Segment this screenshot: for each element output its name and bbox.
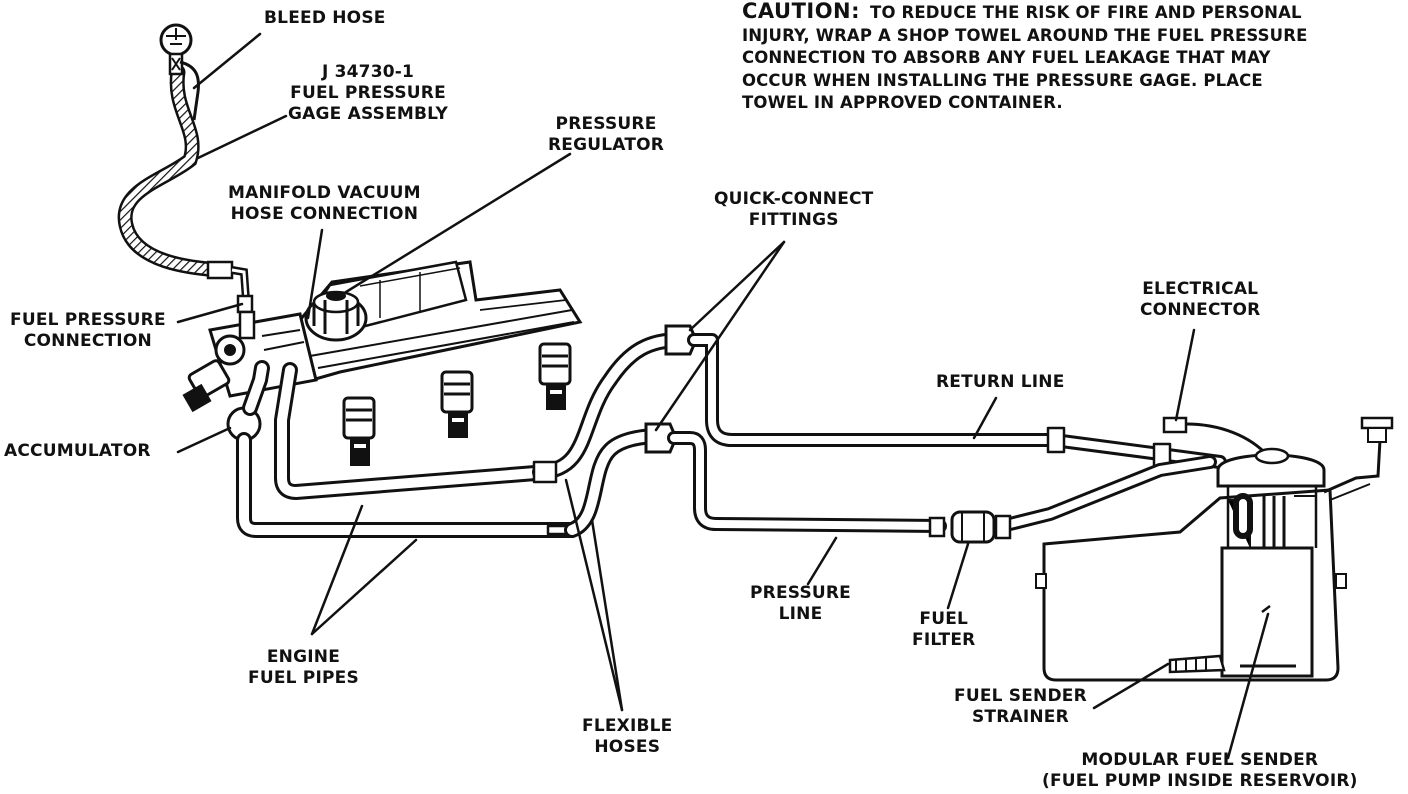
- pressure-line: [667, 431, 1217, 533]
- caution-notice: CAUTION: TO REDUCE THE RISK OF FIRE AND P…: [742, 0, 1402, 115]
- leader-fuel-sender-strainer: [1092, 662, 1170, 710]
- injector-4: [538, 342, 572, 410]
- leader-quick-connect-top: [688, 240, 786, 332]
- leader-manifold-vacuum: [306, 228, 324, 320]
- leader-pressure-regulator: [344, 152, 572, 294]
- label-fuel-filter: FUEL FILTER: [912, 609, 976, 650]
- engine-fuel-pipes: [236, 360, 580, 538]
- leader-fuel-pressure-connection: [176, 302, 244, 324]
- label-engine-fuel-pipes: ENGINE FUEL PIPES: [248, 647, 359, 688]
- label-gage-assembly: J 34730-1 FUEL PRESSURE GAGE ASSEMBLY: [288, 62, 449, 124]
- injector-2: [342, 396, 376, 466]
- leader-engine-fuel-pipes-2: [310, 538, 418, 636]
- label-flexible-hoses: FLEXIBLE HOSES: [582, 716, 673, 757]
- leader-quick-connect-bottom: [654, 240, 786, 432]
- injector-3: [440, 370, 474, 438]
- leader-modular-fuel-sender: [1226, 612, 1270, 760]
- label-manifold-vacuum-hose-connection: MANIFOLD VACUUM HOSE CONNECTION: [228, 183, 421, 224]
- label-electrical-connector: ELECTRICAL CONNECTOR: [1140, 279, 1261, 320]
- label-return-line: RETURN LINE: [936, 372, 1065, 392]
- label-pressure-regulator: PRESSURE REGULATOR: [548, 114, 665, 155]
- fuel-sender-strainer: [1168, 654, 1226, 674]
- leader-flexible-hoses-1: [564, 478, 624, 712]
- return-line: [687, 333, 1227, 469]
- label-fuel-pressure-connection: FUEL PRESSURE CONNECTION: [10, 310, 166, 351]
- label-pressure-line: PRESSURE LINE: [750, 583, 851, 624]
- label-quick-connect-fittings: QUICK-CONNECT FITTINGS: [714, 189, 874, 230]
- modular-fuel-sender: [1216, 416, 1394, 678]
- leader-lines: [176, 32, 1270, 760]
- leader-return-line: [972, 396, 998, 440]
- leader-engine-fuel-pipes-1: [310, 504, 364, 636]
- leader-fuel-filter: [946, 542, 970, 610]
- caution-line-1: TO REDUCE THE RISK OF FIRE AND PERSONAL: [870, 3, 1302, 22]
- caution-line-5: TOWEL IN APPROVED CONTAINER.: [742, 93, 1063, 112]
- leader-accumulator: [176, 426, 232, 454]
- leader-electrical-connector: [1174, 328, 1196, 422]
- label-accumulator: ACCUMULATOR: [4, 441, 151, 461]
- bleed-hose: [179, 60, 200, 121]
- injector-1: [182, 359, 231, 413]
- label-modular-fuel-sender: MODULAR FUEL SENDER (FUEL PUMP INSIDE RE…: [1042, 750, 1358, 791]
- fuel-filter: [928, 510, 1012, 544]
- caution-line-3: CONNECTION TO ABSORB ANY FUEL LEAKAGE TH…: [742, 48, 1271, 67]
- caution-heading: CAUTION:: [742, 0, 861, 23]
- label-fuel-sender-strainer: FUEL SENDER STRAINER: [954, 686, 1087, 727]
- fuel-pressure-gage: [117, 23, 254, 314]
- label-bleed-hose: BLEED HOSE: [264, 8, 386, 28]
- flexible-hoses: [532, 332, 688, 538]
- leader-bleed-hose: [192, 32, 262, 90]
- caution-line-2: INJURY, WRAP A SHOP TOWEL AROUND THE FUE…: [742, 25, 1308, 45]
- caution-line-4: OCCUR WHEN INSTALLING THE PRESSURE GAGE.…: [742, 70, 1263, 90]
- leader-flexible-hoses-2: [590, 518, 624, 712]
- leader-gage-assembly: [196, 114, 288, 160]
- leader-pressure-line: [806, 536, 838, 586]
- quick-connect-fittings: [644, 324, 698, 454]
